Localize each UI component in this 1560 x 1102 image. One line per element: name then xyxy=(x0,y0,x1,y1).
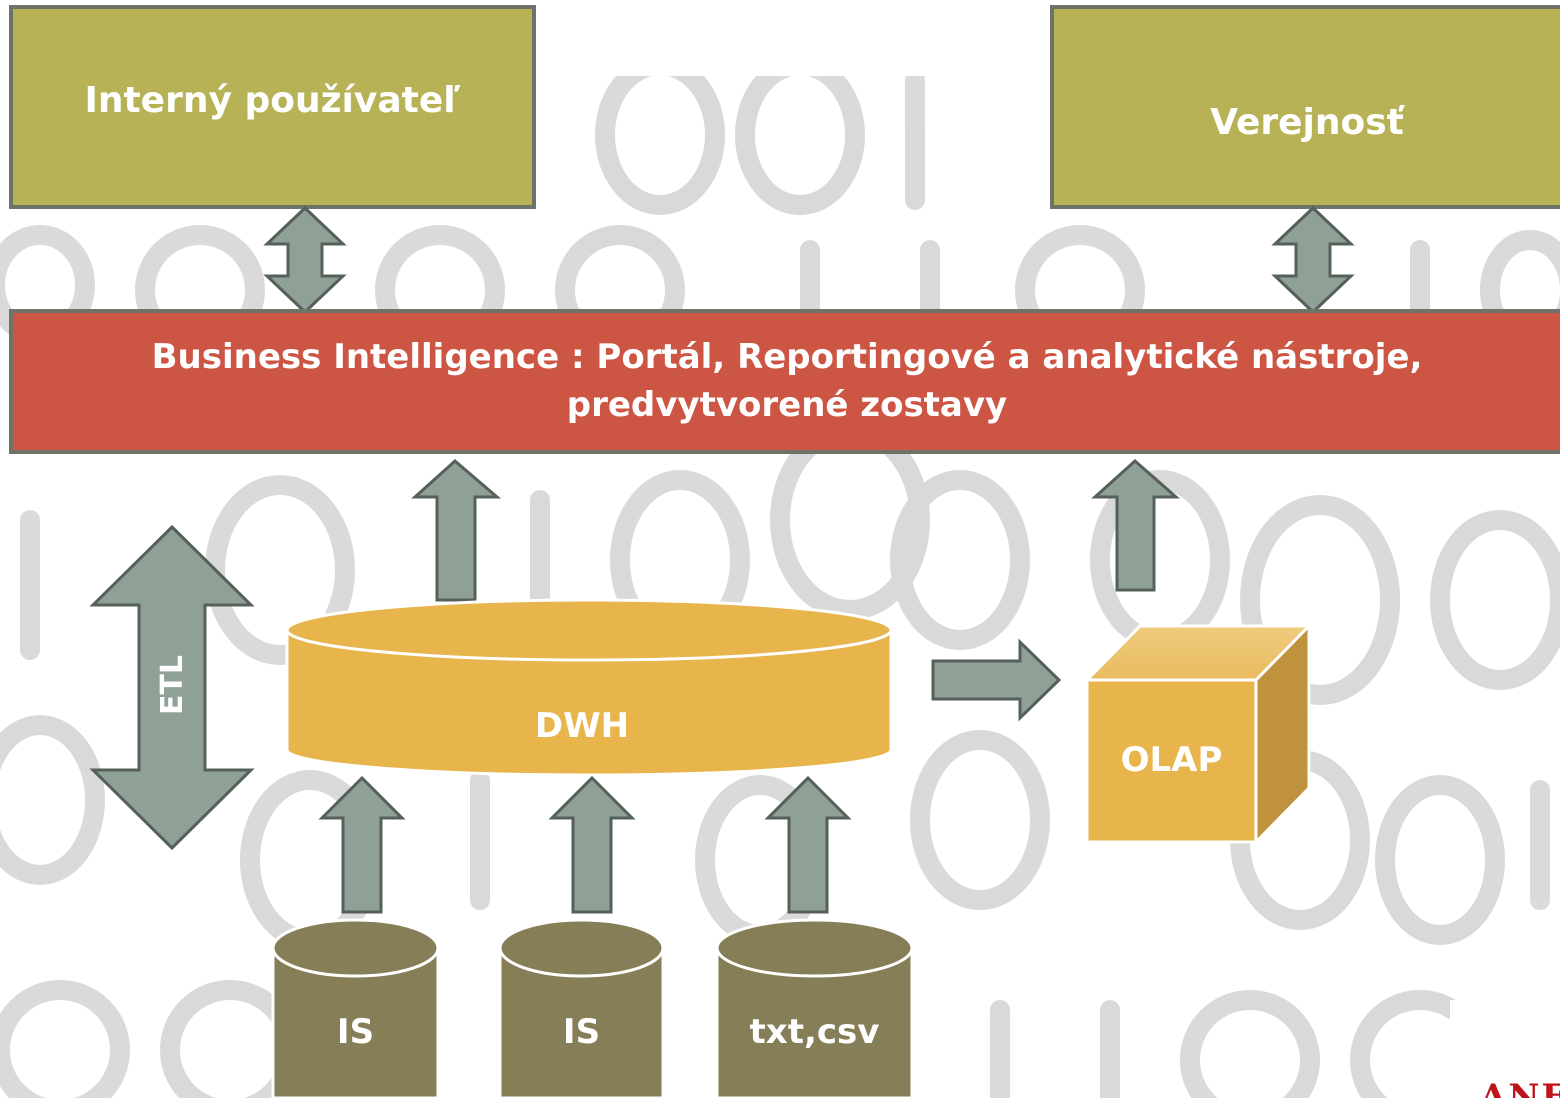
source-2-label: IS xyxy=(562,1012,601,1052)
source-1-label: IS xyxy=(336,1012,375,1052)
public-box xyxy=(1050,5,1560,209)
source-cylinder-1 xyxy=(271,918,440,1100)
right-arrow-dwh-to-olap xyxy=(931,638,1062,722)
up-arrow-dwh-to-bi xyxy=(411,459,502,602)
anext-logo: ANEXT xyxy=(1480,1077,1560,1098)
up-arrow-source2 xyxy=(548,775,636,914)
source-cylinder-3 xyxy=(715,918,914,1100)
internal-user-label: Interný používateľ xyxy=(84,79,461,121)
logo-white-patch xyxy=(1450,1000,1560,1098)
top-white-patch xyxy=(540,0,1050,76)
source-cylinder-2 xyxy=(498,918,665,1100)
up-arrow-olap-to-bi xyxy=(1091,458,1180,592)
etl-double-arrow xyxy=(89,524,255,851)
bi-bar xyxy=(9,309,1560,454)
dwh-label: DWH xyxy=(534,706,630,746)
up-arrow-source3 xyxy=(764,775,852,914)
source-3-label: txt,csv xyxy=(749,1012,880,1052)
bi-label-line2: predvytvorené zostavy xyxy=(566,384,1008,425)
public-label: Verejnosť xyxy=(1210,101,1404,143)
etl-label: ETL xyxy=(154,654,190,716)
up-arrow-source1 xyxy=(318,775,406,914)
double-arrow-left xyxy=(263,205,347,315)
bi-label: Business Intelligence : Portál, Reportin… xyxy=(11,319,1560,444)
bi-label-line1: Business Intelligence : Portál, Reportin… xyxy=(151,336,1423,377)
olap-label: OLAP xyxy=(1120,740,1223,780)
olap-cube xyxy=(1083,622,1313,846)
internal-user-box xyxy=(9,5,536,209)
double-arrow-right xyxy=(1271,205,1355,315)
dwh-cylinder xyxy=(285,598,893,777)
